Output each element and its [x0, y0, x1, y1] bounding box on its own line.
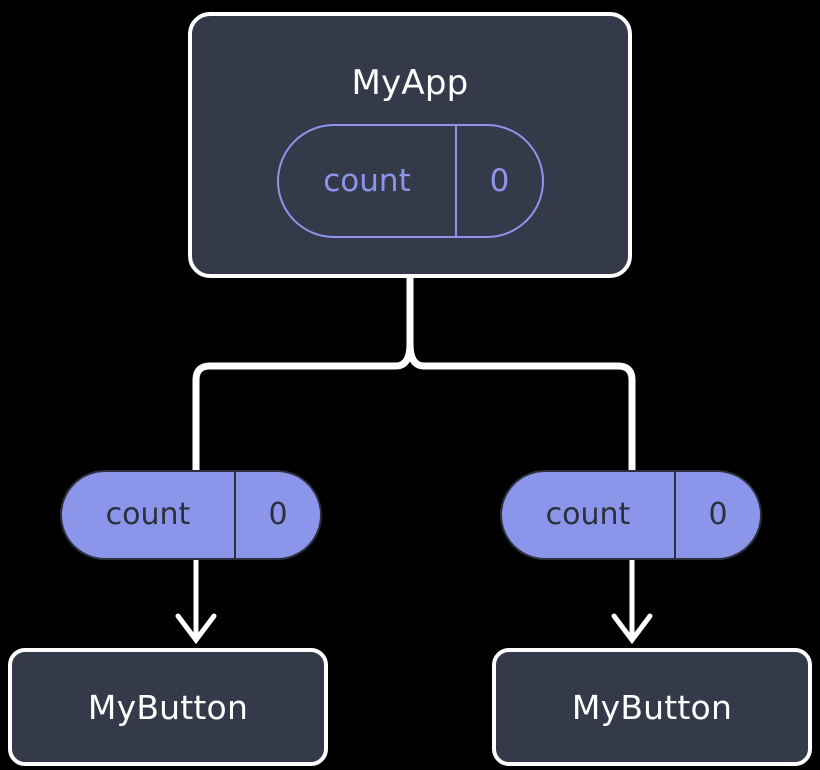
prop-pill-right[interactable]: count 0 [500, 470, 762, 560]
prop-pill-right-key: count [545, 497, 631, 532]
component-title-mybutton-right: MyButton [571, 687, 733, 727]
prop-pill-left-key: count [105, 497, 191, 532]
component-box-mybutton-left[interactable]: MyButton [8, 648, 328, 766]
arrow-head-left-icon [175, 613, 217, 645]
component-title-myapp: MyApp [351, 63, 469, 103]
state-pill-root-key: count [323, 162, 411, 199]
fork-connector-right [406, 340, 636, 474]
fork-connector [192, 274, 414, 474]
arrow-head-right-icon [611, 613, 653, 645]
state-pill-root-value: 0 [455, 126, 542, 236]
state-pill-root[interactable]: count 0 [277, 124, 544, 238]
prop-pill-left[interactable]: count 0 [60, 470, 322, 560]
prop-pill-right-value: 0 [674, 472, 760, 558]
component-title-mybutton-left: MyButton [87, 687, 249, 727]
component-box-mybutton-right[interactable]: MyButton [492, 648, 812, 766]
prop-pill-left-value: 0 [234, 472, 320, 558]
